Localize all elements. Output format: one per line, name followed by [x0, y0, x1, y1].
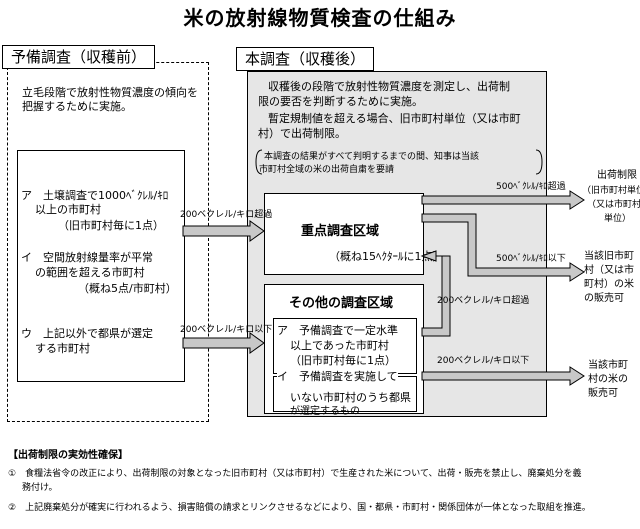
- main-desc-line1: 収穫後の段階で放射性物質濃度を測定し、出荷制: [268, 80, 510, 93]
- arrow-under500-to-sale: [421, 213, 585, 282]
- footer-heading: 【出荷制限の実効性確保】: [8, 450, 128, 461]
- criteria-a-line2: 以上の市町村: [35, 203, 101, 216]
- other-criteria-a-line1: ア 予備調査で一定水準: [277, 324, 398, 337]
- priority-survey-area-title: 重点調査区域: [301, 224, 380, 239]
- main-survey-header: 本調査（収穫後）: [236, 47, 375, 71]
- criteria-a-line3: （旧市町村毎に1点）: [58, 219, 164, 232]
- arrow-over200-back-to-priority: [420, 250, 451, 337]
- criteria-i-line2: の範囲を超える市町村: [35, 266, 145, 279]
- main-desc-line4: 村）で出荷制限。: [258, 127, 346, 140]
- preliminary-survey-header: 予備調査（収穫前）: [2, 45, 156, 69]
- outcome-restriction-line2: （旧市町村単位: [582, 186, 640, 196]
- other-survey-area-title: その他の調査区域: [289, 296, 394, 311]
- page-title: 米の放射線物質検査の仕組み: [183, 6, 457, 30]
- main-desc-line3: 暫定規制値を超える場合、旧市町村単位（又は市町: [268, 112, 521, 125]
- arrow-over200-to-priority: [182, 220, 265, 242]
- arrow-over500-to-restriction: [421, 190, 585, 210]
- other-criteria-a-line3: （旧市町村毎に1点）: [290, 354, 396, 367]
- other-area-criteria-i-box: イ 予備調査を実施して: [273, 370, 417, 412]
- outcome-restriction-line3: （又は市町村: [587, 200, 640, 210]
- preliminary-criteria-box: ア 土壌調査で1000ﾍﾞｸﾚﾙ/ｷﾛ 以上の市町村 （旧市町村毎に1点） イ …: [17, 150, 185, 382]
- governor-request-note-line1: 本調査の結果がすべて判明するまでの間、知事は当該: [264, 152, 480, 162]
- criteria-a-line1: ア 土壌調査で1000ﾍﾞｸﾚﾙ/ｷﾛ: [21, 189, 169, 202]
- governor-request-note-line2: 市町村全域の米の出荷自粛を要請: [259, 165, 395, 175]
- other-criteria-a-line2: 以上であった市町村: [290, 339, 389, 352]
- outcome-sale2-line1: 当該市町: [588, 360, 628, 371]
- other-criteria-i-line1: イ 予備調査を実施して: [277, 370, 398, 384]
- preliminary-survey-desc: 立毛段階で放射性物質濃度の傾向を把握するために実施。: [22, 86, 198, 113]
- other-criteria-i-line3: が選定するもの: [290, 406, 360, 417]
- footer-item2: ② 上記廃棄処分が確実に行われるよう、損害賠償の請求とリンクさせるなどにより、国…: [8, 503, 591, 513]
- outcome-sale1-line4: の販売可: [584, 293, 624, 304]
- label-over500: 500ﾍﾞｸﾚﾙ/ｷﾛ超過: [496, 182, 566, 192]
- other-area-criteria-a-box: ア 予備調査で一定水準 以上であった市町村 （旧市町村毎に1点）: [273, 318, 417, 374]
- main-desc-line2: 限の要否を判断するために実施。: [258, 95, 423, 108]
- priority-survey-area-sampling: （概ね15ﾍｸﾀｰﾙに1点）: [329, 250, 444, 263]
- outcome-restriction-line1: 出荷制限: [597, 170, 637, 181]
- criteria-i-line3: （概ね5点/市町村）: [78, 282, 177, 295]
- other-criteria-i-line2: いない市町村のうち都県: [290, 391, 411, 404]
- criteria-i-line1: イ 空間放射線量率が平常: [21, 251, 153, 264]
- criteria-u-line2: する市町村: [35, 342, 90, 355]
- arrow-under200-to-sale: [421, 366, 585, 386]
- footer-item1-line2: 務付け。: [22, 483, 58, 493]
- outcome-sale2-line3: 販売可: [588, 388, 618, 399]
- arrow-under200-to-other: [182, 332, 265, 354]
- label-over200-up: 200ベクレル/キロ超過: [437, 296, 530, 306]
- outcome-sale1-line3: 町村）の米: [584, 279, 634, 290]
- outcome-restriction-line4: 単位）: [604, 214, 632, 224]
- outcome-sale2-line2: 村の米の: [588, 374, 628, 385]
- footer-item1-line1: ① 食糧法省令の改正により、出荷制限の対象となった旧市町村（又は市町村）で生産さ…: [8, 469, 582, 479]
- outcome-sale1-line2: 村（又は市: [584, 265, 634, 276]
- label-under200: 200ベクレル/キロ以下: [180, 325, 273, 335]
- priority-survey-area-box: 重点調査区域 （概ね15ﾍｸﾀｰﾙに1点）: [264, 193, 444, 275]
- label-under200-right: 200ベクレル/キロ以下: [437, 356, 530, 366]
- criteria-u-line1: ウ 上記以外で都県が選定: [21, 327, 153, 340]
- label-over200: 200ベクレル/キロ超過: [180, 210, 273, 220]
- label-under500: 500ﾍﾞｸﾚﾙ/ｷﾛ以下: [496, 254, 566, 264]
- outcome-sale1-line1: 当該旧市町: [584, 251, 634, 262]
